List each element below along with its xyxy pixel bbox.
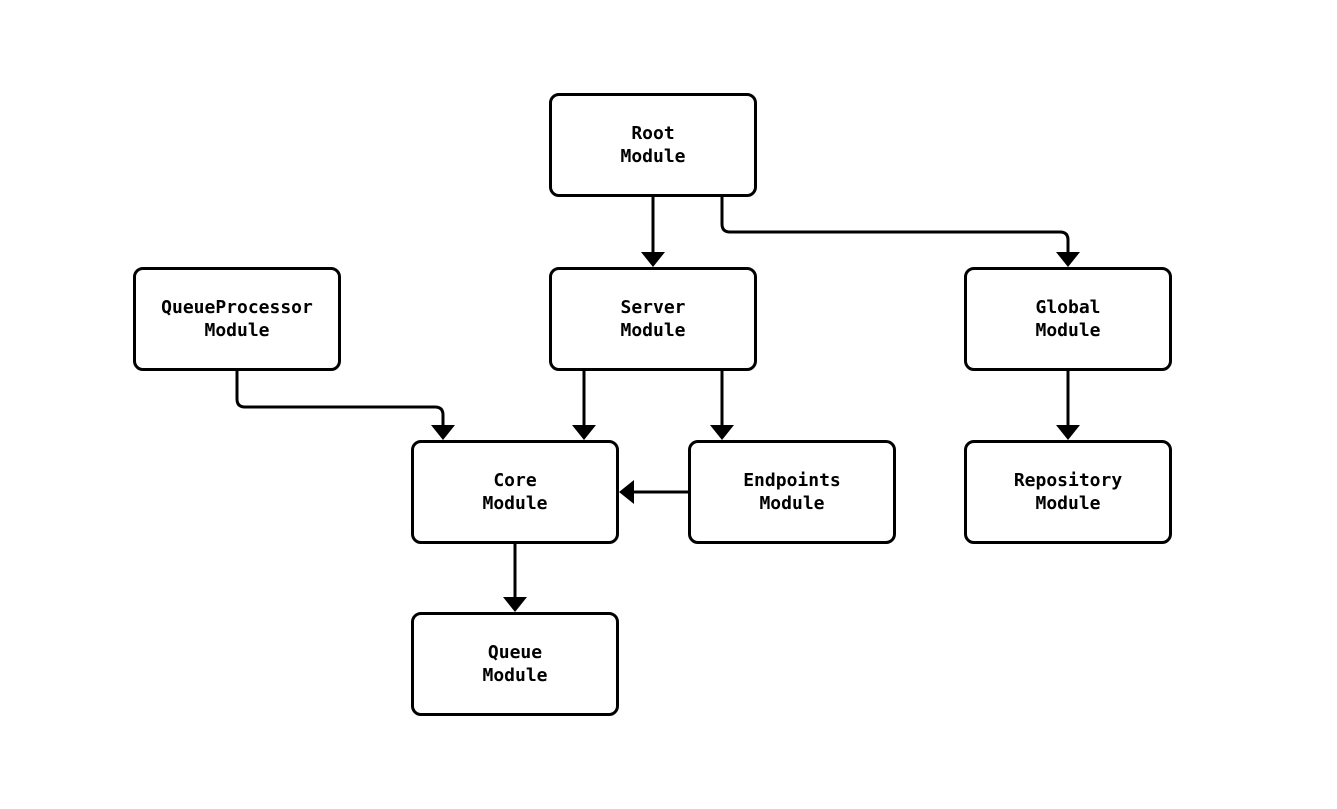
node-endpoints-module: Endpoints Module [688,440,896,544]
node-queue-module: Queue Module [411,612,619,716]
edge-server-to-endpoints [710,371,734,440]
edge-global-to-repository [1056,371,1080,440]
edge-endpoints-to-core [619,480,688,504]
edge-core-to-queue [503,544,527,612]
node-repository-module: Repository Module [964,440,1172,544]
node-root-module: Root Module [549,93,757,197]
edge-server-to-core [572,371,596,440]
node-core-module: Core Module [411,440,619,544]
edge-root-to-global [720,197,1080,267]
edge-queueprocessor-to-core [235,371,455,440]
node-server-module: Server Module [549,267,757,371]
node-queueprocessor-module: QueueProcessor Module [133,267,341,371]
node-global-module: Global Module [964,267,1172,371]
edge-root-to-server [641,197,665,267]
